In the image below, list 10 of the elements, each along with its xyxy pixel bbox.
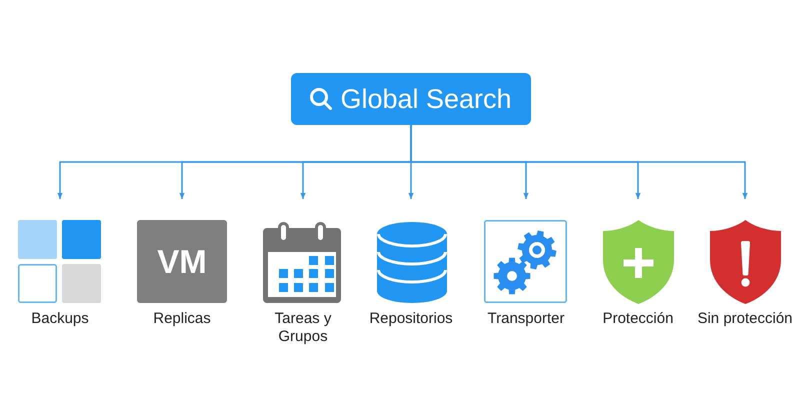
node-label: Replicas bbox=[152, 310, 212, 328]
node-title: Global Search bbox=[340, 83, 512, 115]
search-banner bbox=[291, 73, 531, 125]
node-label: Tareas y Grupos bbox=[274, 310, 332, 346]
node-label: Protección bbox=[602, 310, 674, 328]
node-label: Repositorios bbox=[368, 310, 454, 328]
virtual-machine-tile: VM bbox=[137, 220, 227, 303]
node-label: Backups bbox=[30, 310, 90, 328]
node-label: Sin protección bbox=[696, 310, 794, 328]
node-label: Transporter bbox=[486, 310, 566, 328]
